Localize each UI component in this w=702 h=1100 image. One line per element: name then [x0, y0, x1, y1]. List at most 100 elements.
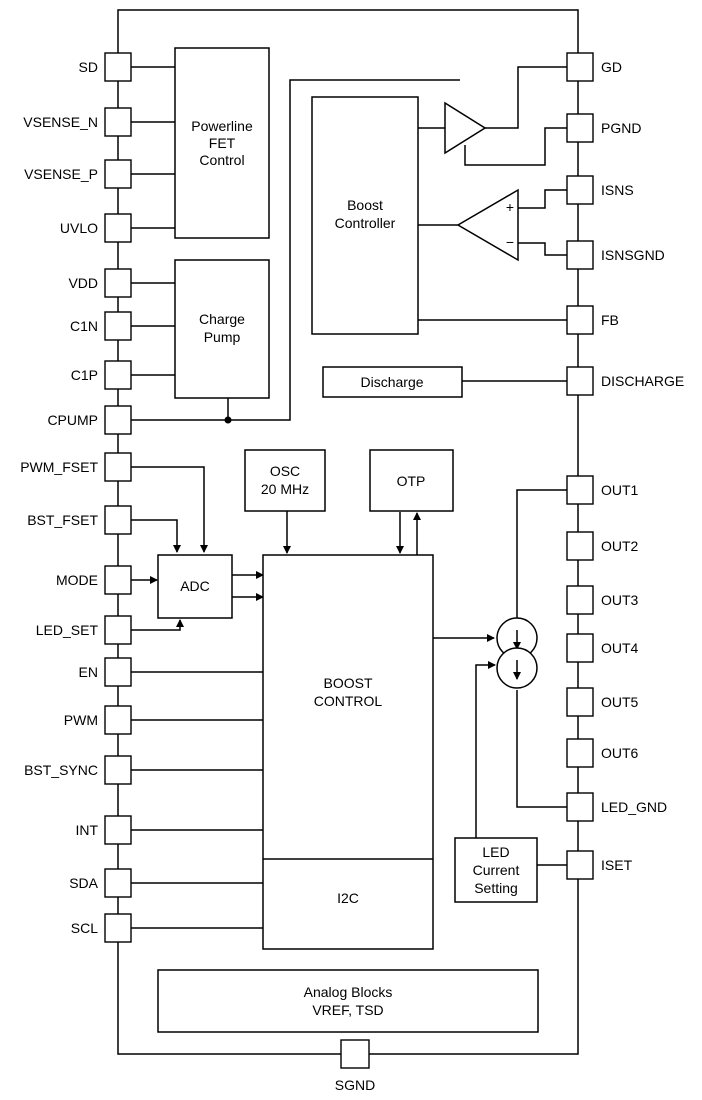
adc-label: ADC [180, 578, 210, 594]
boost-controller-block: Boost Controller [311, 96, 419, 335]
pin-gd: GD [566, 52, 622, 82]
pin-iset: ISET [566, 850, 633, 880]
current-sense-amplifier: + − [456, 188, 519, 262]
led-current-setting-block: LED Current Setting [454, 837, 538, 903]
pin-uvlo: UVLO [60, 213, 132, 243]
pin-pwm-fset: PWM_FSET [20, 452, 132, 482]
pin-label-pwm-fset: PWM_FSET [20, 459, 98, 475]
pin-label-out2: OUT2 [601, 538, 639, 554]
osc-label-2: 20 MHz [261, 481, 309, 497]
pin-label-discharge: DISCHARGE [601, 373, 684, 389]
pin-out6: OUT6 [566, 738, 639, 768]
analog-blocks: Analog Blocks VREF, TSD [157, 969, 539, 1033]
pin-label-out6: OUT6 [601, 745, 639, 761]
comparator-plus-sign: + [506, 199, 514, 215]
pin-c1p: C1P [71, 360, 132, 390]
pin-en: EN [79, 657, 132, 687]
pin-label-pwm: PWM [64, 712, 98, 728]
pin-isns: ISNS [566, 175, 634, 205]
boost-controller-label-2: Controller [335, 215, 396, 231]
pin-isnsgnd: ISNSGND [566, 240, 665, 270]
pin-label-out5: OUT5 [601, 694, 639, 710]
adc-block: ADC [157, 554, 233, 619]
powerline-label-2: FET [209, 135, 236, 151]
pin-label-scl: SCL [71, 920, 98, 936]
pin-label-isnsgnd: ISNSGND [601, 247, 665, 263]
pin-label-c1n: C1N [70, 318, 98, 334]
pin-cpump: CPUMP [47, 405, 132, 435]
pin-fb: FB [566, 305, 619, 335]
pin-label-out3: OUT3 [601, 592, 639, 608]
pin-vsense-p: VSENSE_P [24, 159, 132, 189]
pin-scl: SCL [71, 913, 132, 943]
pin-label-fb: FB [601, 312, 619, 328]
otp-block: OTP [369, 449, 454, 512]
charge-pump-label-2: Pump [204, 329, 241, 345]
pin-label-out4: OUT4 [601, 640, 639, 656]
pin-int: INT [75, 815, 132, 845]
pin-mode: MODE [56, 565, 132, 595]
pin-label-sgnd: SGND [335, 1077, 375, 1093]
pin-label-gd: GD [601, 59, 622, 75]
charge-pump-label-1: Charge [199, 311, 245, 327]
pin-label-bst-sync: BST_SYNC [24, 762, 98, 778]
pin-out2: OUT2 [566, 531, 639, 561]
pin-label-en: EN [79, 664, 98, 680]
pin-label-mode: MODE [56, 572, 98, 588]
led-current-label-1: LED [482, 844, 509, 860]
pin-label-bst-fset: BST_FSET [27, 512, 98, 528]
pin-discharge: DISCHARGE [566, 366, 684, 396]
otp-label: OTP [397, 473, 426, 489]
pin-label-cpump: CPUMP [47, 412, 98, 428]
powerline-label-3: Control [199, 152, 244, 168]
pin-out3: OUT3 [566, 585, 639, 615]
cpump-junction-dot [224, 416, 232, 424]
pin-label-sda: SDA [69, 875, 98, 891]
pin-sgnd: SGND [335, 1039, 375, 1093]
boost-controller-label-1: Boost [347, 197, 383, 213]
i2c-label: I2C [337, 890, 359, 906]
analog-label-1: Analog Blocks [304, 984, 393, 1000]
pin-bst-sync: BST_SYNC [24, 755, 132, 785]
pin-led-set: LED_SET [36, 615, 132, 645]
pin-label-iset: ISET [601, 857, 633, 873]
boost-control-block: BOOST CONTROL I2C [262, 554, 434, 950]
pin-sd: SD [79, 52, 132, 82]
comparator-minus-sign: − [506, 234, 514, 250]
pin-out4: OUT4 [566, 633, 639, 663]
gate-driver-buffer [444, 101, 487, 155]
oscillator-block: OSC 20 MHz [244, 449, 326, 512]
right-pins: GD PGND ISNS ISNSGND FB DISCHARGE OUT1 O… [566, 52, 684, 880]
pin-sda: SDA [69, 868, 132, 898]
analog-label-2: VREF, TSD [312, 1002, 383, 1018]
osc-label-1: OSC [270, 463, 300, 479]
powerline-label-1: Powerline [191, 118, 253, 134]
wiring [131, 66, 567, 929]
pin-label-led-set: LED_SET [36, 622, 99, 638]
pin-bst-fset: BST_FSET [27, 505, 132, 535]
powerline-fet-control-block: Powerline FET Control [174, 47, 270, 239]
pin-label-pgnd: PGND [601, 120, 641, 136]
pin-label-uvlo: UVLO [60, 220, 98, 236]
pin-label-c1p: C1P [71, 367, 98, 383]
pin-label-led-gnd: LED_GND [601, 799, 667, 815]
pin-label-vsense-p: VSENSE_P [24, 166, 98, 182]
discharge-block: Discharge [322, 366, 463, 398]
pin-out1: OUT1 [566, 475, 639, 505]
led-current-label-2: Current [473, 862, 520, 878]
pin-led-gnd: LED_GND [566, 792, 667, 822]
pin-vdd: VDD [68, 268, 132, 298]
pin-pwm: PWM [64, 705, 132, 735]
discharge-label: Discharge [360, 374, 423, 390]
pin-c1n: C1N [70, 311, 132, 341]
pin-vsense-n: VSENSE_N [23, 107, 132, 137]
led-current-label-3: Setting [474, 880, 518, 896]
pin-label-vsense-n: VSENSE_N [23, 114, 98, 130]
pin-pgnd: PGND [566, 113, 641, 143]
pin-out5: OUT5 [566, 687, 639, 717]
led-current-sources [496, 617, 538, 689]
left-pins: SD VSENSE_N VSENSE_P UVLO VDD C1N C1P CP… [20, 52, 132, 943]
pin-label-sd: SD [79, 59, 98, 75]
boost-control-label-2: CONTROL [314, 693, 383, 709]
